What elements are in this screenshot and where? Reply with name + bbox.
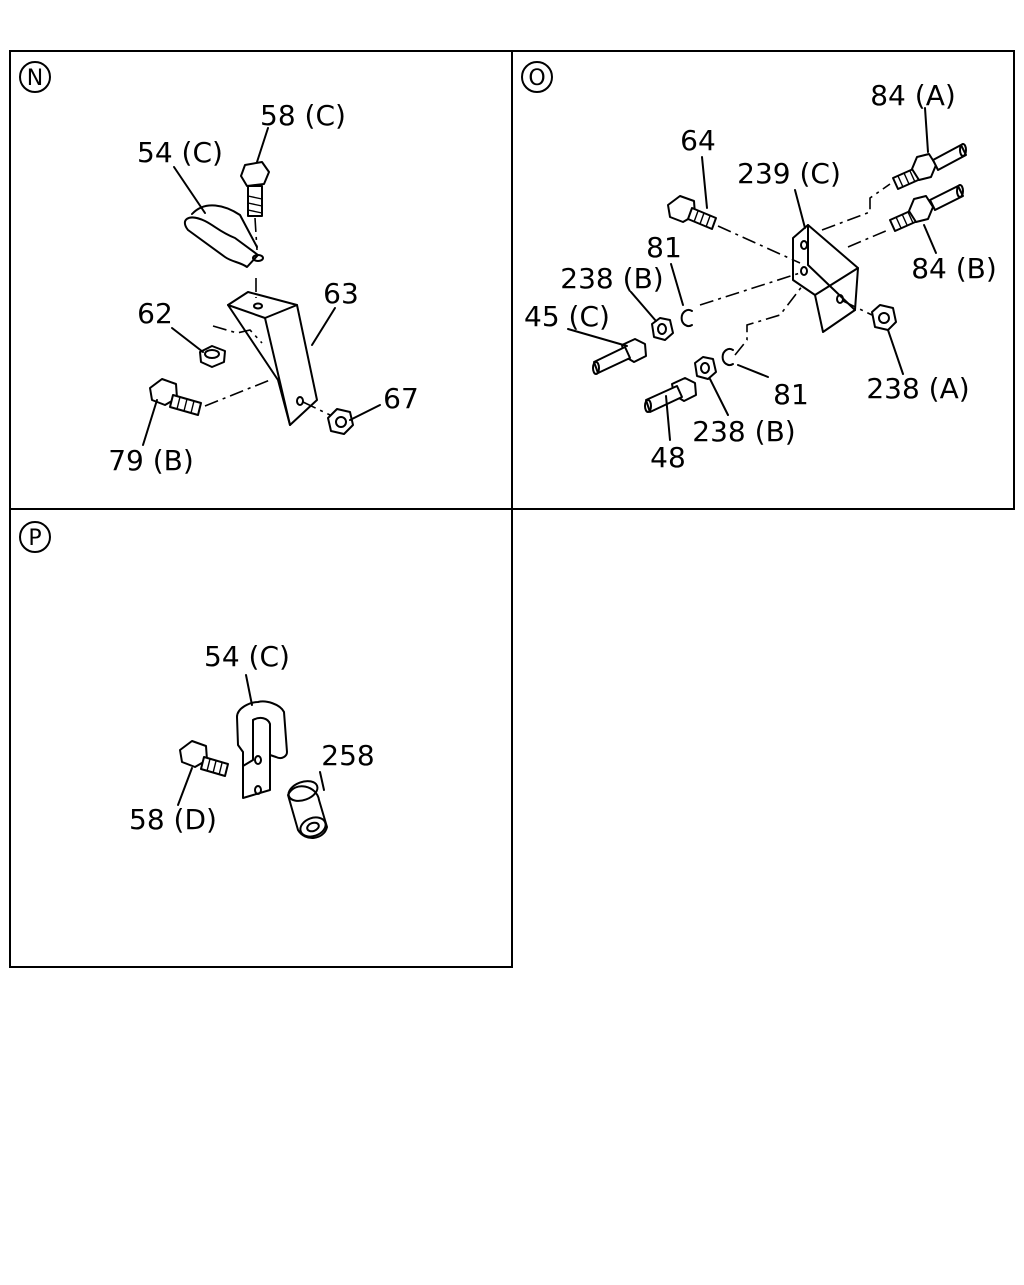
clip-54c — [183, 204, 264, 268]
bracket-63 — [227, 291, 318, 426]
callout-58c: 58 (C) — [260, 99, 346, 132]
nut-238a — [871, 304, 897, 331]
stud-84b — [889, 184, 964, 232]
callout-54c: 54 (C) — [137, 136, 223, 169]
nut-238b-upper — [651, 317, 674, 341]
bracket-239c — [792, 224, 859, 333]
callout-81-lower: 81 — [773, 378, 809, 411]
callout-45c: 45 (C) — [524, 300, 610, 333]
bolt-58d — [179, 740, 229, 777]
bolt-79b — [149, 378, 202, 416]
nut-62 — [199, 345, 226, 368]
sleeve-258 — [287, 780, 328, 839]
callout-239c: 239 (C) — [737, 157, 841, 190]
pin-45c — [592, 338, 647, 375]
callout-54c: 54 (C) — [204, 640, 290, 673]
clip-54c-vertical — [236, 700, 288, 799]
callout-48: 48 — [650, 441, 686, 474]
panel-p-marker: P — [19, 521, 51, 553]
callout-64: 64 — [680, 124, 716, 157]
pin-48 — [644, 377, 697, 413]
bolt-64 — [667, 195, 717, 230]
panel-frames — [9, 50, 1015, 968]
ring-81-upper — [680, 309, 693, 327]
callout-81-upper: 81 — [646, 231, 682, 264]
panel-o: O — [521, 61, 997, 474]
panel-n: N — [19, 61, 419, 477]
callout-258: 258 — [321, 739, 374, 772]
callout-84b: 84 (B) — [911, 252, 997, 285]
callout-238a: 238 (A) — [866, 372, 969, 405]
callout-67: 67 — [383, 382, 419, 415]
panel-p-letter: P — [28, 526, 41, 551]
panel-o-letter: O — [528, 66, 545, 91]
callout-79b: 79 (B) — [108, 444, 194, 477]
panel-o-marker: O — [521, 61, 553, 93]
panel-n-marker: N — [19, 61, 51, 93]
stud-84a — [892, 143, 967, 190]
callout-62: 62 — [137, 297, 173, 330]
panel-n-letter: N — [27, 66, 43, 91]
ring-81-lower — [721, 348, 734, 366]
bolt-58c — [240, 161, 270, 217]
callout-238b-lower: 238 (B) — [692, 415, 795, 448]
callout-84a: 84 (A) — [870, 79, 956, 112]
callout-58d: 58 (D) — [129, 803, 217, 836]
nut-238b-lower — [694, 356, 717, 380]
panel-p: P 54 (C) 258 58 (D) — [19, 521, 375, 839]
callout-238b-upper: 238 (B) — [560, 262, 663, 295]
nut-67 — [327, 408, 354, 435]
callout-63: 63 — [323, 277, 359, 310]
